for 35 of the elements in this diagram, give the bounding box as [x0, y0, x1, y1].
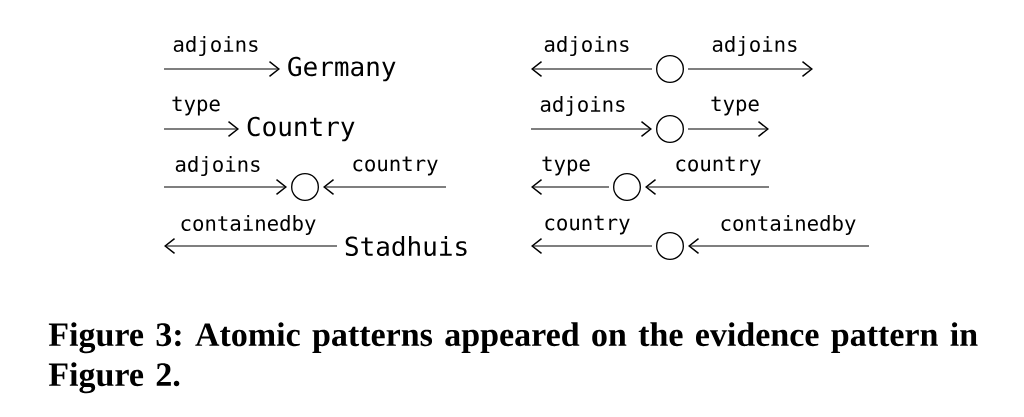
circle-node	[291, 173, 319, 201]
edge-label: containedby	[718, 213, 858, 237]
arrow	[530, 120, 652, 138]
arrow	[687, 60, 813, 78]
circle-node	[613, 173, 641, 201]
edge-label: country	[542, 214, 632, 236]
arrow	[645, 178, 770, 196]
edge-label: adjoins	[173, 154, 263, 178]
edge-label: adjoins	[710, 34, 800, 58]
entity-label: Country	[247, 116, 355, 142]
edge-label: containedby	[178, 213, 318, 237]
edge-label: type	[539, 155, 593, 177]
edge-label: adjoins	[538, 94, 628, 118]
circle-node	[656, 115, 684, 143]
circle-node	[656, 55, 684, 83]
figure-caption: Figure 3: Atomic patterns appeared on the evidence pattern in Figure 2.	[48, 322, 978, 394]
arrow	[163, 178, 288, 196]
arrow	[323, 178, 447, 196]
arrow	[163, 120, 239, 138]
circle-node	[656, 232, 684, 260]
arrow	[164, 237, 338, 255]
edge-label: adjoins	[542, 34, 632, 58]
arrow	[531, 60, 653, 78]
arrow	[687, 120, 769, 138]
entity-label: Germany	[288, 56, 396, 82]
edge-label: type	[708, 95, 762, 117]
arrow	[163, 60, 281, 78]
arrow	[531, 237, 653, 255]
edge-label: country	[673, 155, 763, 177]
edge-label: type	[169, 95, 223, 117]
edge-label: adjoins	[171, 34, 261, 58]
arrow	[531, 178, 610, 196]
arrow	[688, 237, 870, 255]
entity-label: Stadhuis	[345, 235, 467, 257]
edge-label: country	[350, 155, 440, 177]
